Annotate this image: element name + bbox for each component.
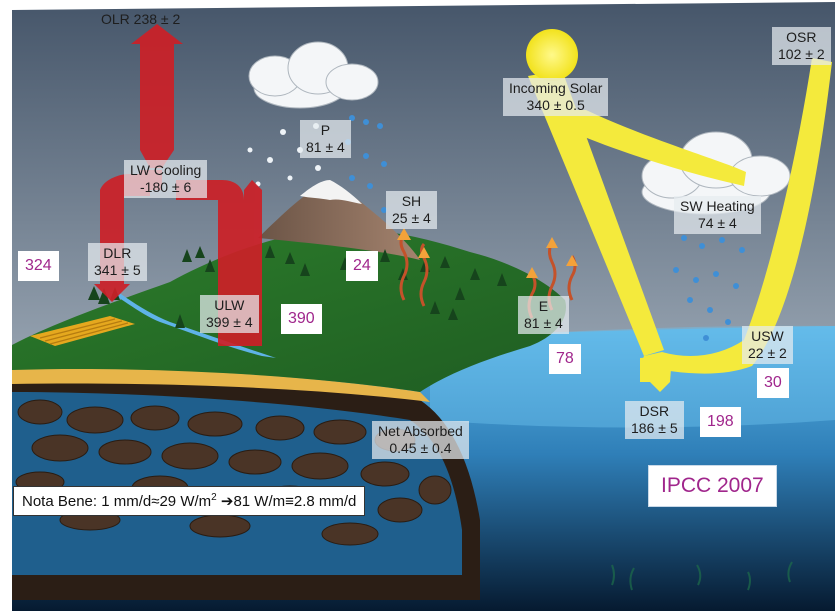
olr-label: OLR 238 ± 2 bbox=[95, 9, 186, 30]
dsr-label: DSR 186 ± 5 bbox=[625, 401, 684, 439]
incoming-solar-name: Incoming Solar bbox=[509, 80, 603, 96]
source-label: IPCC 2007 bbox=[648, 465, 777, 507]
sensible-heat-name: SH bbox=[401, 193, 422, 209]
ulw-alt-value: 390 bbox=[281, 304, 322, 334]
wheat-field bbox=[30, 316, 135, 346]
nota-bene-suffix: 81 W/m≡2.8 mm/d bbox=[233, 493, 357, 510]
nota-bene-superscript: 2 bbox=[211, 492, 217, 503]
evaporation-alt-value: 78 bbox=[549, 344, 581, 374]
precipitation-value: 81 ± 4 bbox=[306, 139, 345, 155]
precipitation-name: P bbox=[320, 122, 331, 138]
incoming-solar-value: 340 ± 0.5 bbox=[526, 97, 585, 113]
lw-cooling-value: -180 ± 6 bbox=[140, 179, 192, 195]
usw-value: 22 ± 2 bbox=[748, 345, 787, 361]
mountain-snow bbox=[300, 180, 362, 204]
dsr-name: DSR bbox=[639, 403, 670, 419]
trees bbox=[88, 245, 507, 328]
dlr-label: DLR 341 ± 5 bbox=[88, 243, 147, 281]
nota-bene-arrow: ➔ bbox=[220, 493, 234, 510]
dlr-name: DLR bbox=[103, 245, 132, 261]
incoming-solar-label: Incoming Solar 340 ± 0.5 bbox=[503, 78, 609, 116]
sensible-heat-label: SH 25 ± 4 bbox=[386, 191, 437, 229]
ulw-name: ULW bbox=[214, 297, 245, 313]
dlr-value: 341 ± 5 bbox=[94, 262, 141, 278]
lw-cooling-label: LW Cooling -180 ± 6 bbox=[124, 160, 208, 198]
osr-value: 102 ± 2 bbox=[778, 46, 825, 62]
net-absorbed-value: 0.45 ± 0.4 bbox=[389, 440, 452, 456]
dsr-alt-value: 198 bbox=[700, 407, 741, 437]
lw-cooling-name: LW Cooling bbox=[130, 162, 202, 178]
sensible-heat-alt-value: 24 bbox=[346, 251, 378, 281]
ulw-value: 399 ± 4 bbox=[206, 314, 253, 330]
nota-bene-prefix: Nota Bene: 1 mm/d≈29 W/m bbox=[22, 493, 212, 510]
sensible-heat-value: 25 ± 4 bbox=[392, 210, 431, 226]
net-absorbed-name: Net Absorbed bbox=[378, 423, 463, 439]
heat-arrow-tips bbox=[397, 228, 578, 278]
cloud-left bbox=[248, 41, 379, 109]
olr-text: OLR 238 ± 2 bbox=[101, 11, 181, 27]
evaporation-name: E bbox=[538, 298, 549, 314]
osr-label: OSR 102 ± 2 bbox=[772, 27, 831, 65]
precipitation-label: P 81 ± 4 bbox=[300, 120, 351, 158]
usw-label: USW 22 ± 2 bbox=[742, 326, 793, 364]
dsr-value: 186 ± 5 bbox=[631, 420, 678, 436]
solar-beam bbox=[528, 58, 832, 392]
dlr-alt-value: 324 bbox=[18, 251, 59, 281]
net-absorbed-label: Net Absorbed 0.45 ± 0.4 bbox=[372, 421, 469, 459]
usw-name: USW bbox=[751, 328, 784, 344]
rain-right bbox=[673, 235, 745, 341]
sw-heating-label: SW Heating 74 ± 4 bbox=[674, 196, 761, 234]
evaporation-label: E 81 ± 4 bbox=[518, 296, 569, 334]
mountain bbox=[258, 182, 420, 260]
osr-name: OSR bbox=[786, 29, 817, 45]
evaporation-value: 81 ± 4 bbox=[524, 315, 563, 331]
usw-alt-value: 30 bbox=[757, 368, 789, 398]
sw-heating-value: 74 ± 4 bbox=[697, 215, 737, 231]
nota-bene-note: Nota Bene: 1 mm/d≈29 W/m2 ➔81 W/m≡2.8 mm… bbox=[13, 486, 366, 516]
sun bbox=[526, 29, 578, 81]
sw-heating-name: SW Heating bbox=[680, 198, 755, 214]
river bbox=[110, 292, 276, 358]
ulw-label: ULW 399 ± 4 bbox=[200, 295, 259, 333]
sand-layer bbox=[12, 367, 430, 402]
seaweed bbox=[611, 561, 793, 591]
